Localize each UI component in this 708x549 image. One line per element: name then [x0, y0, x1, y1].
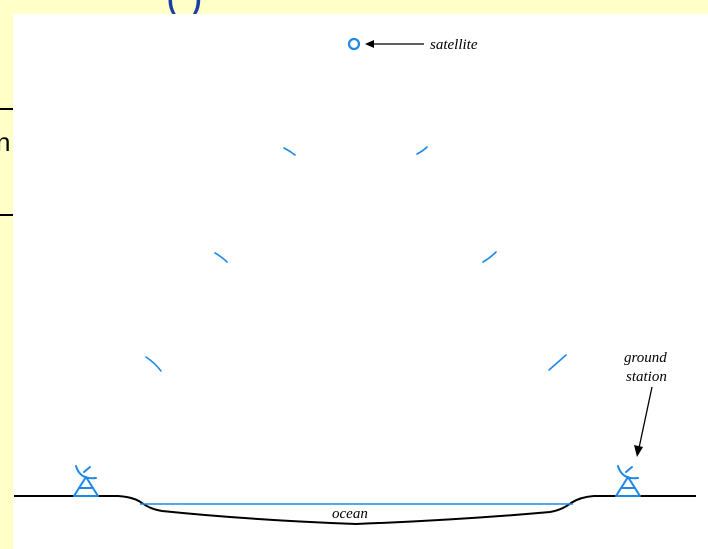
signal-arc: [283, 147, 296, 156]
dish-feed: [625, 466, 633, 473]
ground-station-label-line2: station: [626, 369, 667, 385]
signal-arc: [482, 251, 497, 263]
ocean-label: ocean: [332, 506, 368, 522]
antenna-mount: [73, 476, 99, 497]
satellite-label: satellite: [430, 37, 478, 53]
arrow-head-icon: [365, 40, 374, 48]
dish-icon: [75, 465, 97, 480]
figure-panel: [13, 14, 708, 549]
dish-feed: [83, 466, 91, 473]
signal-arc: [548, 354, 567, 371]
ground-station-icon: [615, 465, 641, 497]
divider-rule: [0, 108, 14, 110]
slide-side-letter: n: [0, 127, 11, 157]
signal-arc: [416, 146, 428, 155]
ground-station-label-line1: ground: [624, 350, 667, 366]
satellite-icon: [347, 37, 361, 51]
signal-wavefronts: [145, 146, 567, 372]
signal-arc: [145, 356, 162, 372]
slide-title-fragment: (): [166, 0, 224, 17]
divider-rule: [0, 214, 14, 216]
antenna-mount: [615, 476, 641, 497]
satellite: satellite: [347, 37, 478, 53]
dish-icon: [617, 465, 639, 480]
terrain: ocean: [14, 495, 696, 526]
callout-arrow: [638, 386, 653, 449]
signal-arc: [214, 252, 228, 263]
arrow-head-icon: [634, 445, 643, 457]
ground-station-icon: [73, 465, 99, 497]
ground-station-callout: ground station: [624, 350, 667, 457]
